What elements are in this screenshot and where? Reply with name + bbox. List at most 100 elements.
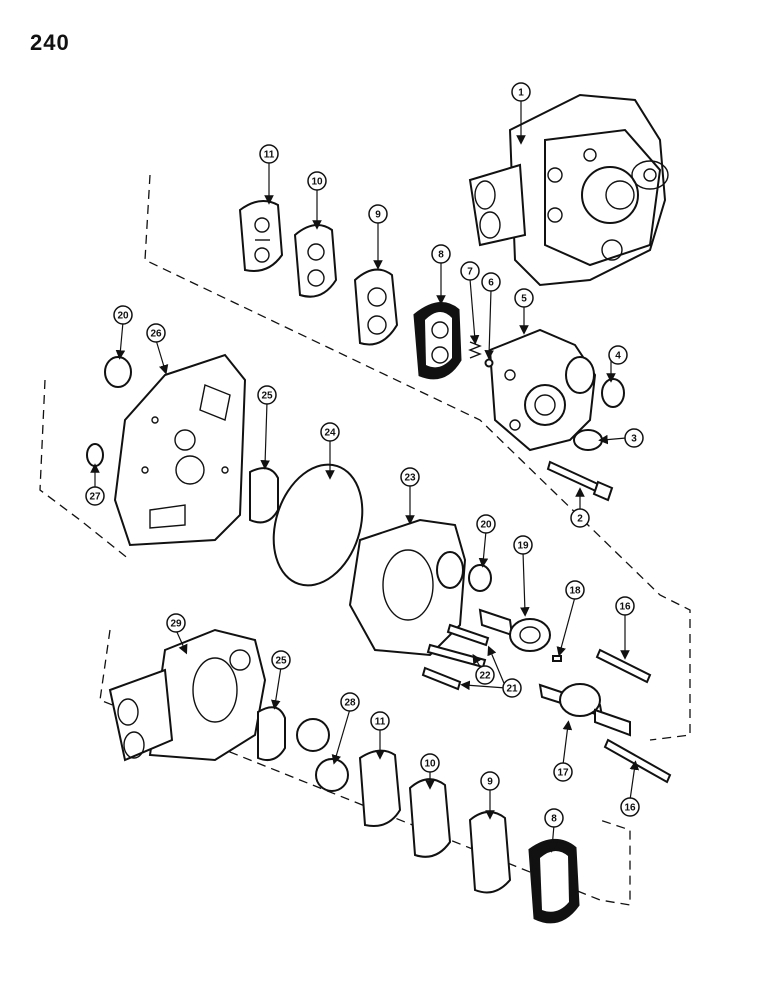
callout-circle bbox=[502, 678, 522, 698]
callout-number: 4 bbox=[615, 351, 621, 362]
callout-number: 9 bbox=[375, 210, 381, 221]
callout-circle bbox=[620, 797, 640, 817]
callout-circle bbox=[113, 305, 133, 325]
callout-9: 9 bbox=[368, 204, 388, 224]
gear-28-lower bbox=[315, 758, 349, 792]
callout-circle bbox=[511, 82, 531, 102]
check-ball bbox=[484, 358, 494, 368]
callout-10: 10 bbox=[307, 171, 327, 191]
bolt-2 bbox=[546, 460, 614, 502]
callout-number: 28 bbox=[344, 698, 356, 709]
large-o-ring bbox=[272, 463, 364, 587]
callout-circle bbox=[475, 665, 495, 685]
callout-20: 20 bbox=[113, 305, 133, 325]
callout-number: 11 bbox=[264, 150, 275, 161]
oil-seal bbox=[573, 429, 603, 451]
callout-number: 9 bbox=[487, 777, 493, 788]
gasket-8-upper bbox=[413, 302, 462, 380]
assembly-outline-upper bbox=[144, 174, 691, 741]
callout-number: 27 bbox=[89, 492, 101, 503]
callout-number: 10 bbox=[311, 177, 323, 188]
callout-number: 25 bbox=[261, 391, 273, 402]
callout-10: 10 bbox=[420, 753, 440, 773]
pump-cover bbox=[108, 628, 267, 762]
callout-circle bbox=[514, 288, 534, 308]
callout-number: 16 bbox=[624, 803, 636, 814]
callout-7: 7 bbox=[460, 261, 480, 281]
callout-leaders bbox=[90, 100, 640, 853]
callout-19: 19 bbox=[513, 535, 533, 555]
wear-plate-11-lower bbox=[358, 749, 402, 827]
callout-number: 10 bbox=[424, 759, 436, 770]
callout-number: 17 bbox=[557, 768, 569, 779]
callout-circle bbox=[544, 808, 564, 828]
callout-1: 1 bbox=[511, 82, 531, 102]
gasket-25-lower bbox=[257, 706, 286, 761]
callout-17: 17 bbox=[553, 762, 573, 782]
callout-26: 26 bbox=[146, 323, 166, 343]
callout-21: 21 bbox=[502, 678, 522, 698]
callout-20: 20 bbox=[476, 514, 496, 534]
callout-9: 9 bbox=[480, 771, 500, 791]
gasket-9-lower bbox=[468, 811, 512, 894]
callout-number: 5 bbox=[521, 294, 527, 305]
callout-circle bbox=[608, 345, 628, 365]
callout-6: 6 bbox=[481, 272, 501, 292]
callout-number: 20 bbox=[480, 520, 492, 531]
callout-23: 23 bbox=[400, 467, 420, 487]
callout-circle bbox=[553, 762, 573, 782]
o-ring-27 bbox=[86, 443, 104, 467]
callout-22: 22 bbox=[475, 665, 495, 685]
callout-18: 18 bbox=[565, 580, 585, 600]
callout-5: 5 bbox=[514, 288, 534, 308]
callout-circle bbox=[340, 692, 360, 712]
callout-circle bbox=[370, 711, 390, 731]
bearing-housing bbox=[488, 328, 597, 452]
pin bbox=[552, 655, 562, 662]
callout-circle bbox=[420, 753, 440, 773]
callout-number: 23 bbox=[404, 473, 416, 484]
callout-2: 2 bbox=[570, 508, 590, 528]
page-number: 240 bbox=[30, 30, 70, 55]
callout-number: 1 bbox=[518, 88, 524, 99]
bolts-21-22 bbox=[421, 623, 490, 691]
callout-number: 22 bbox=[479, 671, 491, 682]
dowel-pin-upper bbox=[595, 648, 652, 684]
port-plate bbox=[113, 353, 247, 547]
callout-circle bbox=[271, 650, 291, 670]
callout-16: 16 bbox=[620, 797, 640, 817]
callout-number: 29 bbox=[170, 619, 182, 630]
callout-circle bbox=[565, 580, 585, 600]
callout-circle bbox=[476, 514, 496, 534]
callout-circle bbox=[146, 323, 166, 343]
gasket-25-upper bbox=[249, 467, 279, 524]
callout-circle bbox=[166, 613, 186, 633]
o-ring-20-lower bbox=[468, 564, 492, 592]
callout-circle bbox=[460, 261, 480, 281]
callout-circle bbox=[481, 272, 501, 292]
assembly-outline-middle bbox=[39, 379, 131, 561]
callout-circle bbox=[320, 422, 340, 442]
callout-number: 20 bbox=[117, 311, 129, 322]
callout-circle bbox=[259, 144, 279, 164]
callout-number: 24 bbox=[324, 428, 336, 439]
gasket-10-lower bbox=[408, 778, 452, 858]
pump-housing bbox=[468, 93, 669, 287]
gasket-10-upper bbox=[293, 224, 338, 298]
callout-8: 8 bbox=[431, 244, 451, 264]
callout-circle bbox=[85, 486, 105, 506]
callout-number: 18 bbox=[569, 586, 581, 597]
callout-24: 24 bbox=[320, 422, 340, 442]
callout-number: 16 bbox=[619, 602, 631, 613]
callout-29: 29 bbox=[166, 613, 186, 633]
callout-circle bbox=[480, 771, 500, 791]
callout-25: 25 bbox=[271, 650, 291, 670]
callout-27: 27 bbox=[85, 486, 105, 506]
gear-housing bbox=[348, 518, 467, 657]
callout-number: 2 bbox=[577, 514, 583, 525]
wear-plate-11-upper bbox=[238, 200, 284, 272]
callout-number: 26 bbox=[150, 329, 162, 340]
callout-11: 11 bbox=[370, 711, 390, 731]
callout-number: 8 bbox=[551, 814, 557, 825]
